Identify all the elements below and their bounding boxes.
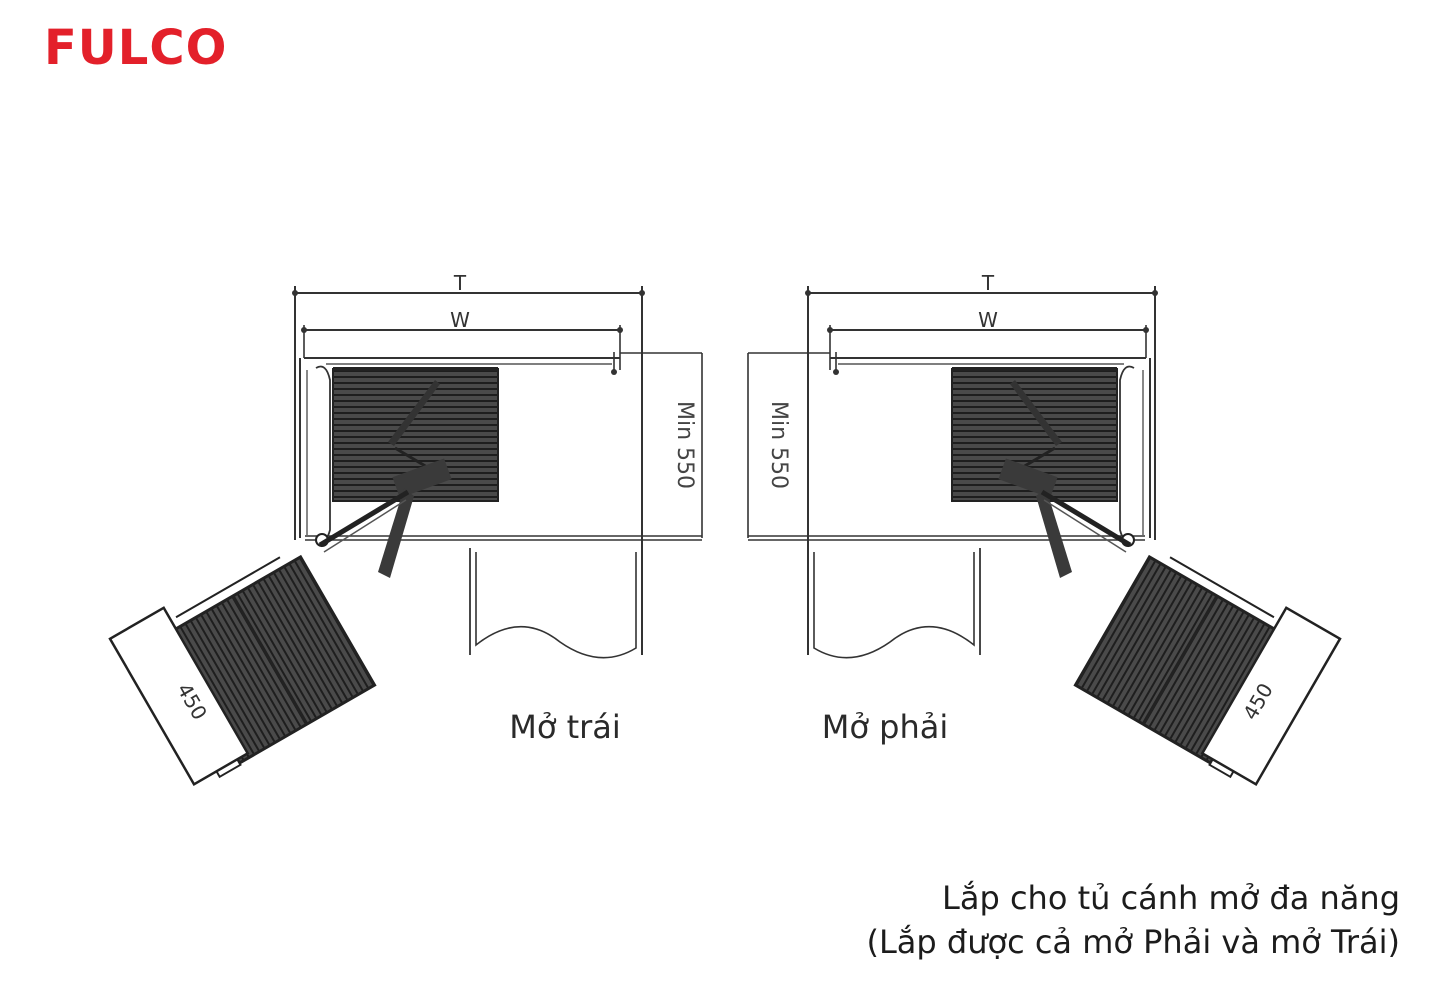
label-w-left: W (450, 308, 470, 332)
label-w-right: W (978, 308, 998, 332)
label-depth-left: Min 550 (672, 401, 697, 489)
label-open-right: Mở phải (822, 708, 948, 746)
label-open-left: Mở trái (509, 708, 621, 746)
caption-line-2: (Lắp được cả mở Phải và mở Trái) (866, 923, 1400, 961)
caption-line-1: Lắp cho tủ cánh mở đa năng (942, 879, 1400, 917)
brand-logo: FULCO (44, 20, 228, 76)
label-t-left: T (453, 271, 467, 295)
label-t-right: T (981, 271, 995, 295)
label-depth-right: Min 550 (766, 401, 791, 489)
caption: Lắp cho tủ cánh mở đa năng (Lắp được cả … (866, 876, 1400, 964)
